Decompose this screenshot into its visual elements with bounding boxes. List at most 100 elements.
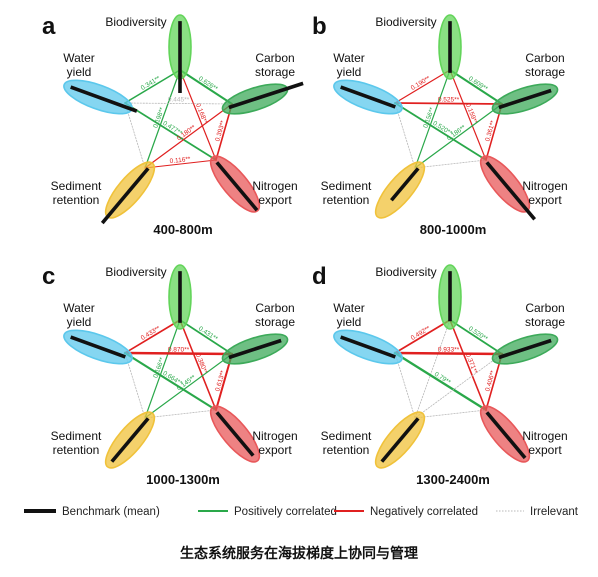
label-water: Water	[333, 51, 365, 65]
edge-label: 0.933**	[438, 346, 460, 353]
label-water: yield	[67, 65, 92, 79]
edge-water-carbon	[394, 102, 503, 105]
node-biodiversity: Biodiversity	[375, 264, 462, 330]
edge-biodiversity-water	[124, 319, 181, 354]
edge-biodiversity-carbon	[178, 68, 234, 106]
label-nitrogen: export	[528, 443, 562, 457]
label-sediment: retention	[323, 443, 370, 457]
benchmark-carbon	[498, 338, 552, 360]
panel-letter: a	[42, 13, 56, 40]
edge-water-nitrogen	[123, 351, 218, 412]
node-biodiversity: Biodiversity	[105, 264, 192, 330]
edge-sediment-nitrogen	[414, 409, 487, 419]
benchmark-carbon	[228, 338, 282, 360]
figure-caption: 生态系统服务在海拔梯度上协同与管理	[180, 546, 418, 562]
benchmark-water	[340, 335, 396, 359]
edge-biodiversity-sediment	[144, 69, 181, 169]
edge-water-nitrogen	[124, 102, 217, 161]
label-sediment: Sediment	[51, 179, 102, 193]
edge-biodiversity-sediment	[414, 319, 451, 419]
edge-biodiversity-nitrogen	[179, 69, 217, 161]
label-carbon: storage	[255, 65, 295, 79]
label-nitrogen: Nitrogen	[252, 429, 297, 443]
edge-sediment-nitrogen	[144, 409, 217, 419]
label-carbon: storage	[525, 65, 565, 79]
edge-biodiversity-water	[394, 319, 451, 354]
edge-label: 0.525**	[438, 96, 460, 103]
benchmark-sediment	[110, 417, 150, 463]
edge-carbon-sediment	[144, 103, 233, 169]
label-biodiversity: Biodiversity	[105, 15, 166, 29]
edge-label: 0.445**	[168, 96, 190, 103]
panel-d: d1300-2400m0.492**0.520**0.371**0.933**0…	[312, 263, 568, 487]
panel-range-label: 400-800m	[153, 222, 212, 237]
edge-water-carbon	[123, 351, 234, 356]
legend-positive-label: Positively correlated	[234, 506, 337, 518]
label-sediment: retention	[53, 443, 100, 457]
panel-letter: b	[312, 13, 327, 40]
benchmark-nitrogen	[215, 411, 255, 457]
label-carbon: storage	[255, 315, 295, 329]
edge-label: 0.116**	[169, 156, 191, 165]
label-biodiversity: Biodiversity	[375, 265, 436, 279]
edge-biodiversity-carbon	[179, 319, 233, 355]
label-sediment: Sediment	[51, 429, 102, 443]
label-water: Water	[333, 301, 365, 315]
edge-biodiversity-nitrogen	[449, 69, 487, 161]
panel-b: b800-1000m0.190**0.609**0.156**0.159**0.…	[312, 13, 568, 237]
legend-benchmark-label: Benchmark (mean)	[62, 506, 160, 518]
edge-label: 0.870**	[168, 346, 190, 353]
label-biodiversity: Biodiversity	[375, 15, 436, 29]
edge-carbon-sediment	[414, 103, 503, 169]
edge-carbon-sediment	[414, 353, 503, 419]
label-carbon: Carbon	[255, 51, 294, 65]
benchmark-nitrogen	[215, 161, 259, 212]
label-sediment: retention	[53, 193, 100, 207]
edge-biodiversity-carbon	[449, 319, 503, 355]
benchmark-water	[70, 85, 138, 113]
benchmark-water	[70, 335, 126, 359]
label-biodiversity: Biodiversity	[105, 265, 166, 279]
label-nitrogen: Nitrogen	[522, 429, 567, 443]
benchmark-carbon	[498, 88, 552, 110]
label-nitrogen: export	[258, 193, 292, 207]
edge-sediment-nitrogen	[414, 159, 487, 169]
edge-sediment-nitrogen	[144, 159, 217, 169]
benchmark-nitrogen	[485, 161, 537, 221]
legend-irrelevant-label: Irrelevant	[530, 506, 579, 518]
edge-label: 0.168**	[194, 102, 209, 125]
label-sediment: Sediment	[321, 429, 372, 443]
edge-biodiversity-water	[124, 69, 181, 104]
label-water: yield	[337, 315, 362, 329]
label-nitrogen: export	[258, 443, 292, 457]
node-biodiversity: Biodiversity	[105, 14, 192, 93]
edge-biodiversity-sediment	[144, 319, 181, 419]
benchmark-water	[340, 85, 396, 109]
label-sediment: Sediment	[321, 179, 372, 193]
edge-label: 0.159**	[464, 102, 479, 125]
edge-biodiversity-nitrogen	[449, 319, 487, 411]
label-nitrogen: Nitrogen	[252, 179, 297, 193]
benchmark-sediment	[100, 167, 150, 225]
edge-biodiversity-carbon	[449, 69, 503, 105]
benchmark-sediment	[380, 417, 420, 463]
label-sediment: retention	[323, 193, 370, 207]
label-carbon: Carbon	[525, 51, 564, 65]
panel-range-label: 800-1000m	[420, 222, 487, 237]
panel-letter: d	[312, 263, 327, 290]
edge-water-carbon	[124, 102, 233, 105]
benchmark-sediment	[390, 167, 420, 202]
